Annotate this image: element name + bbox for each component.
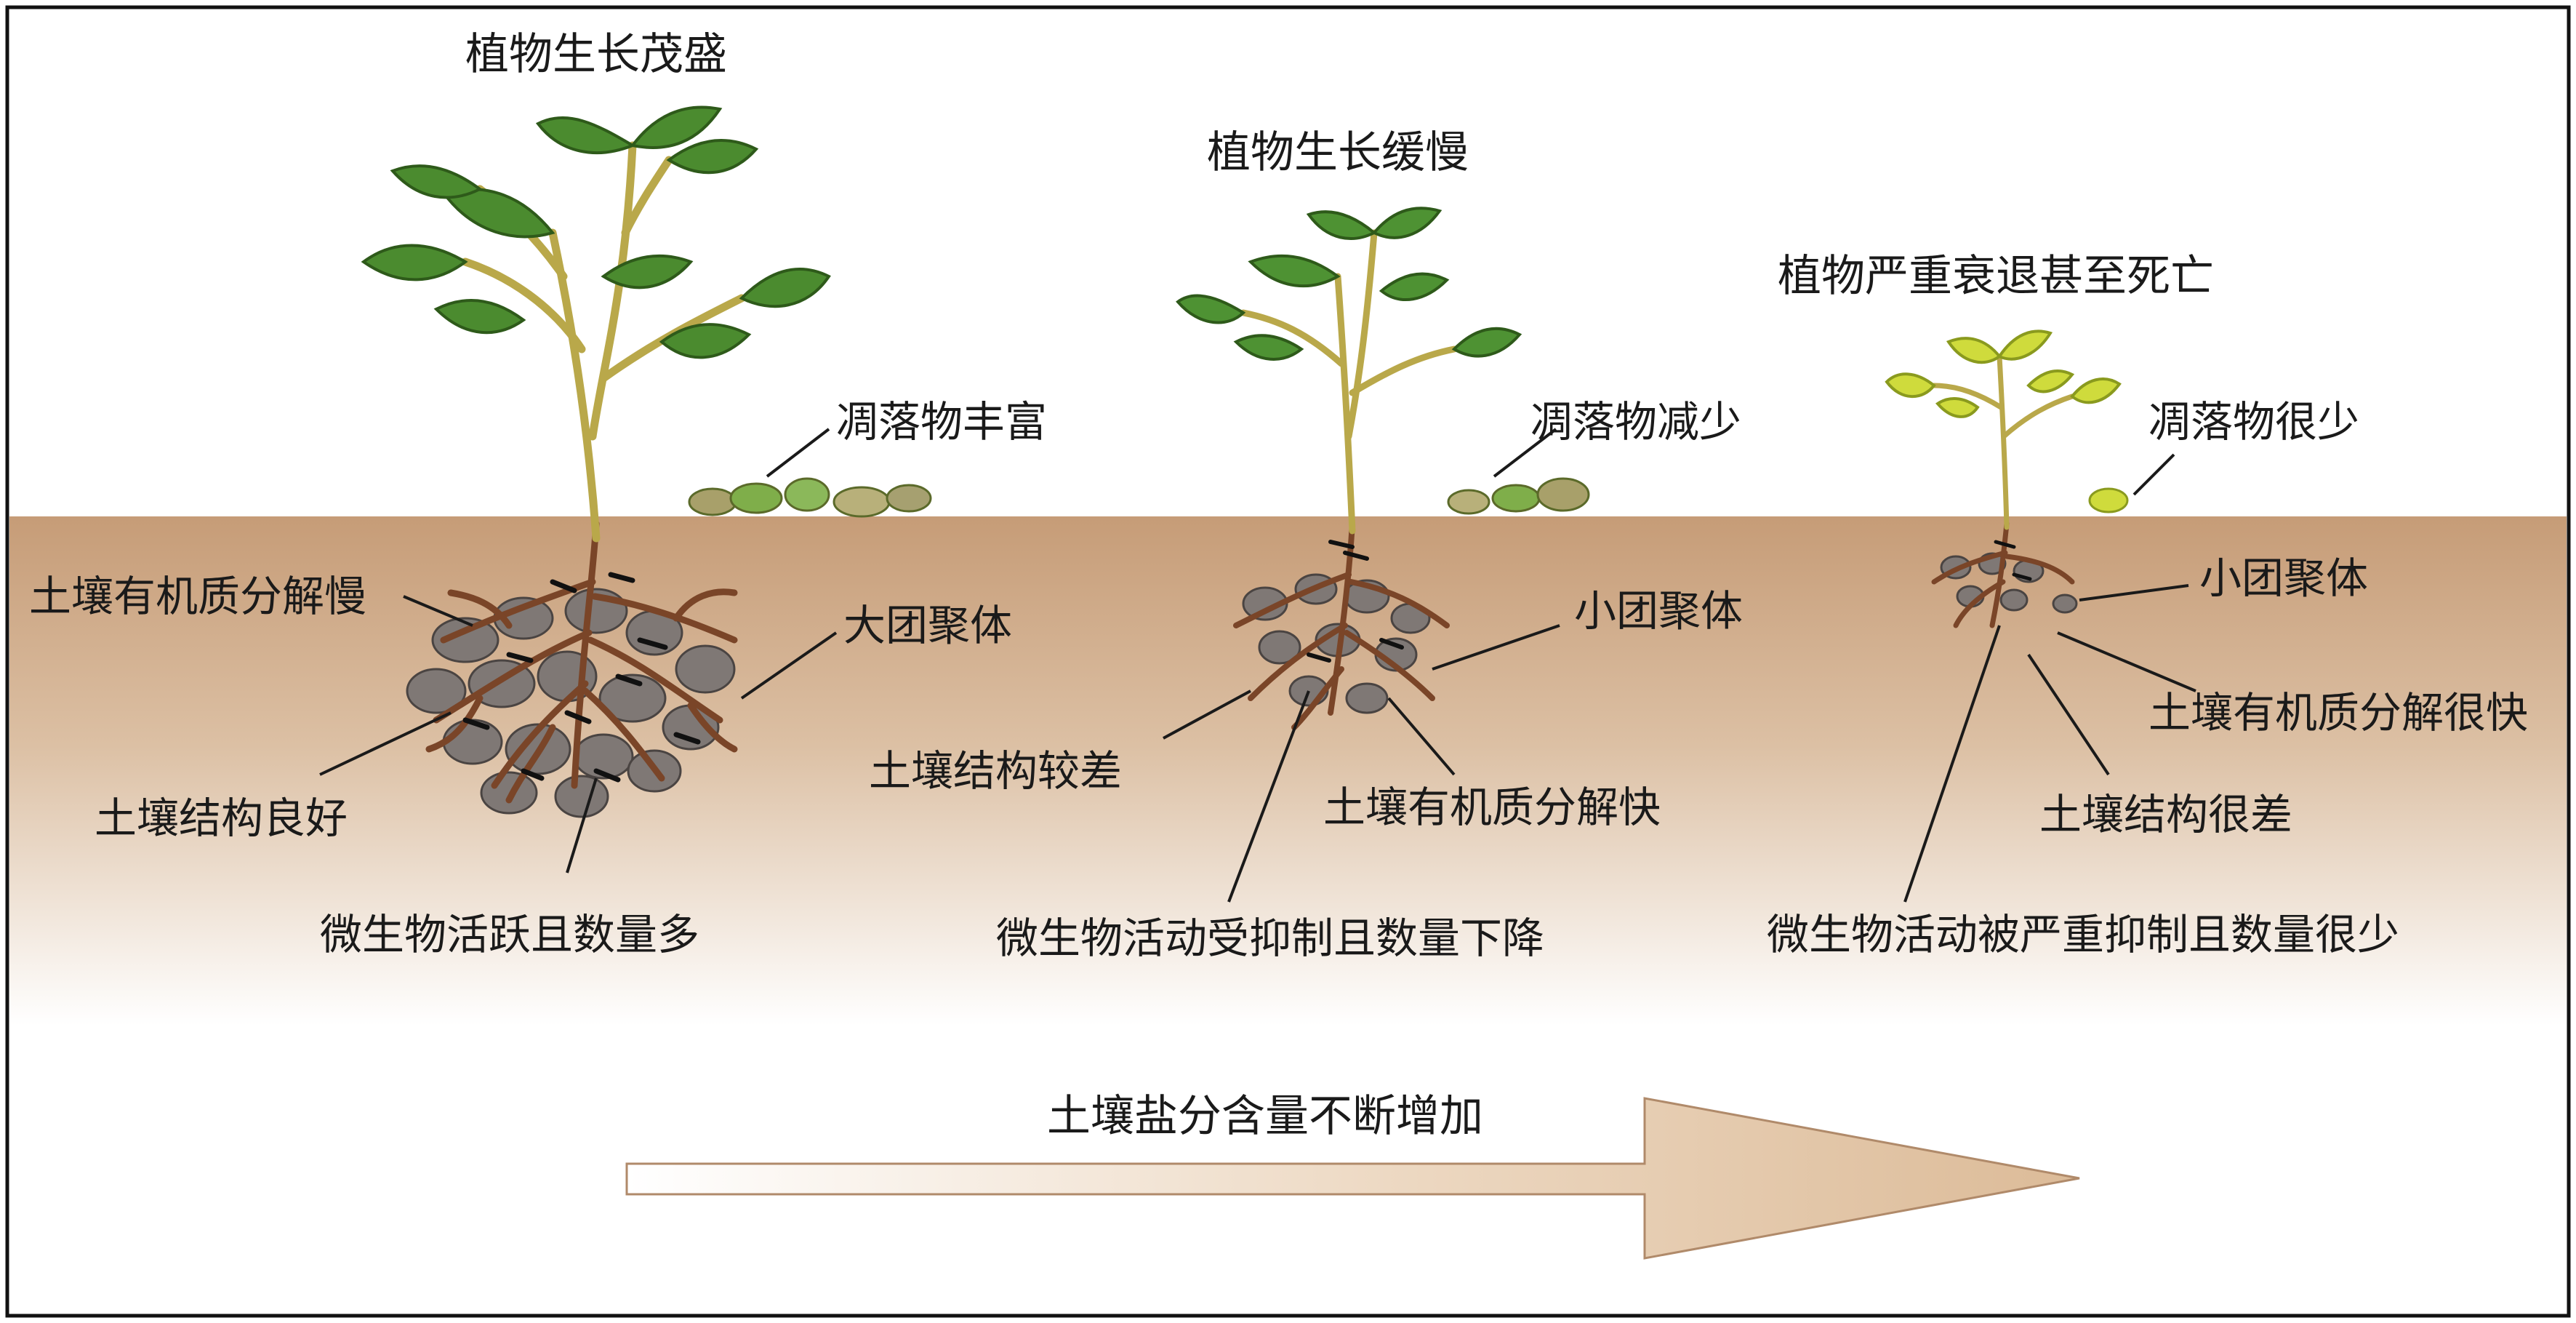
- litter-reduced: [1447, 477, 1590, 515]
- stage-2-structure-label: 土壤结构较差: [869, 746, 1122, 796]
- healthy-leaves: [361, 105, 831, 359]
- tiny-aggregates: [1940, 552, 2078, 614]
- stage-1-structure-label: 土壤结构良好: [95, 794, 348, 843]
- salinity-trend-label: 土壤盐分含量不断增加: [1047, 1091, 1483, 1142]
- stage-1-decomposition-label: 土壤有机质分解慢: [29, 572, 366, 621]
- roots-dense: [425, 520, 738, 804]
- stage-1-microbes-label: 微生物活跃且数量多: [320, 910, 699, 959]
- stage-2-plant-status: 植物生长缓慢: [1207, 127, 1469, 178]
- stage-2-aggregate-label: 小团聚体: [1574, 586, 1743, 636]
- stage-3-litter-label: 凋落物很少: [2148, 397, 2359, 447]
- stage-3-aggregate-label: 小团聚体: [2199, 553, 2368, 603]
- stage-3-structure-label: 土壤结构很差: [2039, 790, 2292, 839]
- stage-2-decomposition-label: 土壤有机质分解快: [1323, 783, 1661, 832]
- yellowing-leaves: [1885, 329, 2122, 418]
- stage-2-microbes-label: 微生物活动受抑制且数量下降: [996, 914, 1544, 963]
- litter-abundant: [688, 477, 932, 518]
- stage-2-litter-label: 凋落物减少: [1530, 397, 1741, 447]
- stage-3: [1885, 329, 2129, 628]
- microbes-few: [1994, 540, 2032, 581]
- microbes-fewer: [1307, 540, 1404, 663]
- stage-1-litter-label: 凋落物丰富: [836, 397, 1047, 447]
- stage-3-decomposition-label: 土壤有机质分解很快: [2148, 688, 2528, 738]
- salinity-trend-arrow: [625, 1097, 2080, 1260]
- microbes-many: [462, 572, 701, 783]
- roots-sparse: [1931, 521, 2075, 628]
- litter-scarce: [2088, 487, 2129, 513]
- stage-3-microbes-label: 微生物活动被严重抑制且数量很少: [1767, 910, 2399, 959]
- stage-1-aggregate-label: 大团聚体: [843, 601, 1012, 650]
- stage-1-plant-status: 植物生长茂盛: [465, 29, 727, 80]
- leader-lines: [319, 428, 2196, 903]
- plant-stems-weak: [1931, 353, 2075, 530]
- stage-1: [361, 105, 932, 818]
- slow-leaves: [1176, 207, 1522, 361]
- plant-stems-slow: [1240, 229, 1458, 535]
- stage-3-plant-status: 植物严重衰退甚至死亡: [1778, 251, 2214, 302]
- labels: 植物生长茂盛 凋落物丰富 土壤有机质分解慢 大团聚体 土壤结构良好 微生物活跃且…: [29, 29, 2528, 1142]
